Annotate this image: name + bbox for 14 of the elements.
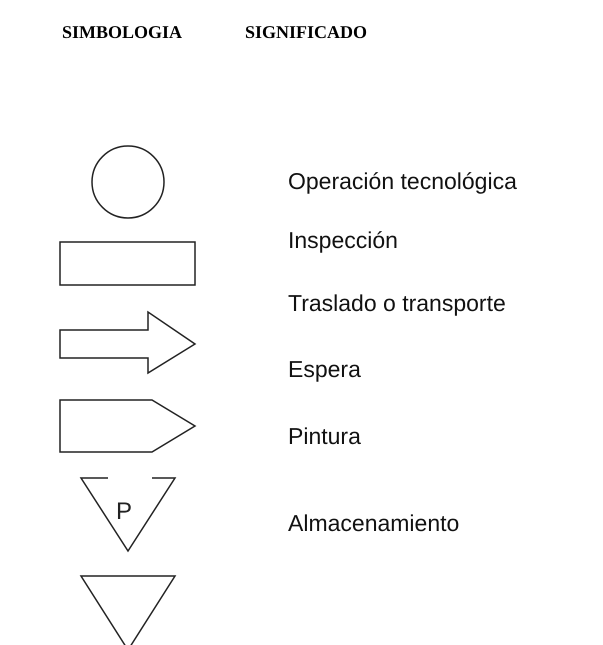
symbol-meaning: Operación tecnológica <box>288 170 517 193</box>
symbol-letter: P <box>116 500 132 524</box>
symbol-meaning: Pintura <box>288 425 361 448</box>
column-heading: SIGNIFICADO <box>245 22 368 43</box>
symbol-meaning: Almacenamiento <box>288 512 460 535</box>
symbol-meaning: Espera <box>288 358 361 381</box>
symbol-meaning: Traslado o transporte <box>288 292 506 315</box>
symbol-meaning: Inspección <box>288 229 398 252</box>
rectangle-symbol <box>59 241 196 286</box>
circle-symbol <box>91 145 165 219</box>
column-heading: SIMBOLOGIA <box>62 22 182 43</box>
pentagon-symbol <box>59 399 196 453</box>
arrow-symbol <box>59 311 196 374</box>
triangle-symbol <box>80 575 176 645</box>
